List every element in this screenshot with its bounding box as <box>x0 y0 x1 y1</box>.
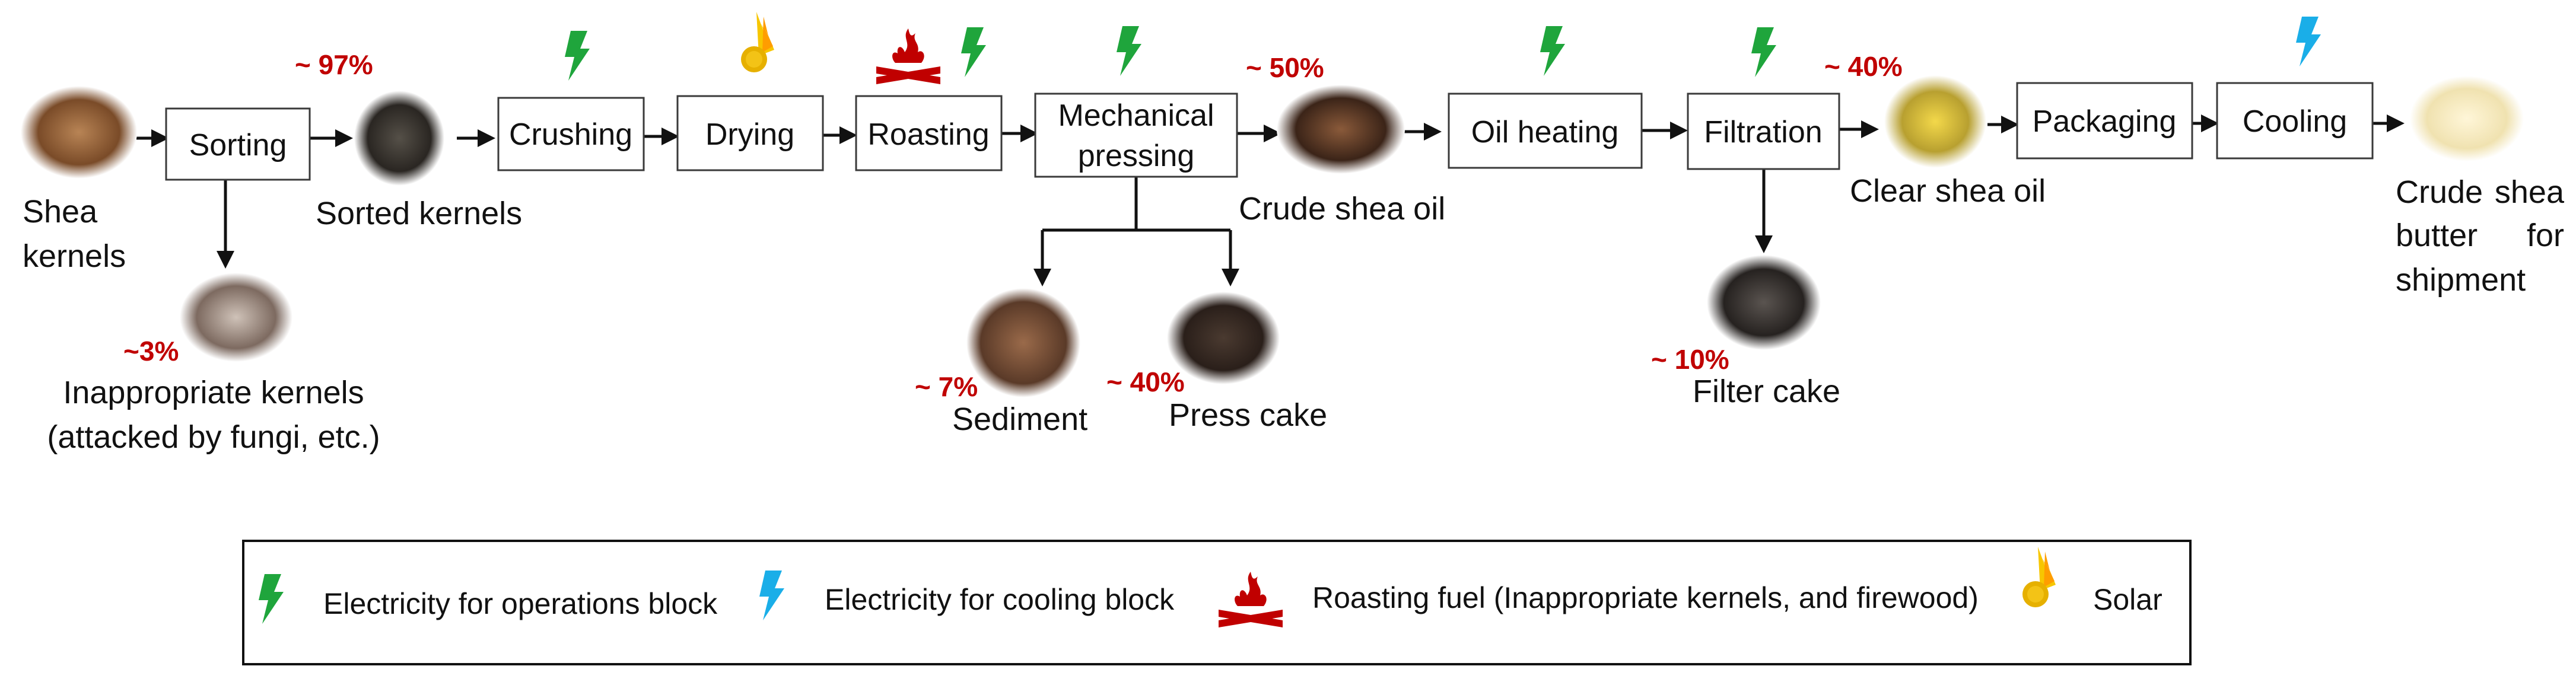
roasting-box: Roasting <box>855 95 1003 171</box>
crude-shea-butter-label-shipment: shipment <box>2396 262 2526 298</box>
pct-clear-oil: ~ 40% <box>1824 51 1903 82</box>
pct-crude-oil: ~ 50% <box>1246 52 1324 83</box>
inappropriate-kernels-image <box>180 273 292 362</box>
oil-heating-box: Oil heating <box>1448 93 1643 169</box>
roasting-label: Roasting <box>867 117 989 152</box>
crude-shea-oil-label: Crude shea oil <box>1239 191 1445 227</box>
filtration-label: Filtration <box>1704 115 1822 149</box>
sorted-kernels-label: Sorted kernels <box>316 196 522 231</box>
lightning-bolt-icon <box>2296 17 2321 66</box>
lightning-bolt-icon <box>1751 27 1776 77</box>
pct-press-cake: ~ 40% <box>1106 367 1185 397</box>
shea-kernels-label-line1: Shea <box>23 194 98 230</box>
flow-arrows <box>136 114 2405 286</box>
campfire-icon <box>876 28 940 84</box>
sediment-image <box>966 288 1080 397</box>
shea-kernels-label-line2: kernels <box>23 238 126 274</box>
legend-solar-label: Solar <box>2093 583 2162 616</box>
filter-cake-image <box>1707 255 1821 350</box>
pct-sorted: ~ 97% <box>295 49 373 80</box>
sorting-box: Sorting <box>165 107 311 181</box>
crude-shea-butter-label-for: for <box>2527 218 2564 253</box>
pressing-label: pressing <box>1078 139 1195 173</box>
filtration-box: Filtration <box>1687 93 1840 170</box>
crude-shea-butter-image <box>2410 76 2524 161</box>
mechanical-label: Mechanical <box>1058 98 1214 133</box>
inappropriate-kernels-label-line1: Inappropriate kernels <box>63 375 364 410</box>
crushing-label: Crushing <box>509 117 632 152</box>
crushing-box: Crushing <box>497 97 645 171</box>
mechanical-pressing-box: Mechanical pressing <box>1034 93 1238 178</box>
oil-heating-label: Oil heating <box>1471 115 1619 149</box>
press-cake-label: Press cake <box>1169 397 1327 433</box>
crude-shea-oil-image <box>1277 85 1405 174</box>
drying-box: Drying <box>676 95 824 171</box>
process-boxes: Sorting Crushing Drying Roasting Mechani… <box>165 82 2374 181</box>
inappropriate-kernels-label-line2: (attacked by fungi, etc.) <box>47 419 380 455</box>
percentages: ~ 97% ~3% ~ 50% ~ 7% ~ 40% ~ 40% ~ 10% <box>123 49 1903 402</box>
legend-frame <box>242 540 2192 665</box>
pct-filter-cake: ~ 10% <box>1651 344 1729 375</box>
pct-sediment: ~ 7% <box>915 371 978 402</box>
packaging-label: Packaging <box>2033 104 2177 139</box>
filter-cake-label: Filter cake <box>1693 374 1840 409</box>
lightning-bolt-icon <box>1540 26 1565 76</box>
crude-shea-butter-label-crude: Crude <box>2396 174 2483 210</box>
product-labels: Shea kernels Sorted kernels Inappropriat… <box>23 173 2565 455</box>
sediment-label: Sediment <box>952 401 1087 437</box>
energy-icons <box>565 12 2321 84</box>
clear-shea-oil-image <box>1884 75 1986 168</box>
legend-electric-cooling-label: Electricity for cooling block <box>825 583 1175 616</box>
legend-electric-ops-label: Electricity for operations block <box>323 587 718 620</box>
clear-shea-oil-label: Clear shea oil <box>1850 173 2046 209</box>
sun-flame-icon <box>741 12 774 72</box>
crude-shea-butter-label-shea: shea <box>2495 174 2565 210</box>
sorting-label: Sorting <box>189 128 287 162</box>
legend: Electricity for operations block Electri… <box>242 540 2192 665</box>
drying-label: Drying <box>705 117 794 152</box>
press-cake-image <box>1167 292 1280 384</box>
lightning-bolt-icon <box>961 27 986 77</box>
cooling-label: Cooling <box>2243 104 2347 139</box>
crude-shea-butter-label-butter: butter <box>2396 218 2478 253</box>
product-images <box>21 75 2524 397</box>
legend-fuel-label: Roasting fuel (Inappropriate kernels, an… <box>1312 581 1979 614</box>
lightning-bolt-icon <box>1117 26 1141 76</box>
cooling-box: Cooling <box>2216 82 2374 160</box>
shea-kernels-image <box>21 86 137 179</box>
pct-inappropriate: ~3% <box>123 336 179 367</box>
lightning-bolt-icon <box>565 31 590 81</box>
sorted-kernels-image <box>354 91 444 186</box>
packaging-box: Packaging <box>2016 82 2193 160</box>
